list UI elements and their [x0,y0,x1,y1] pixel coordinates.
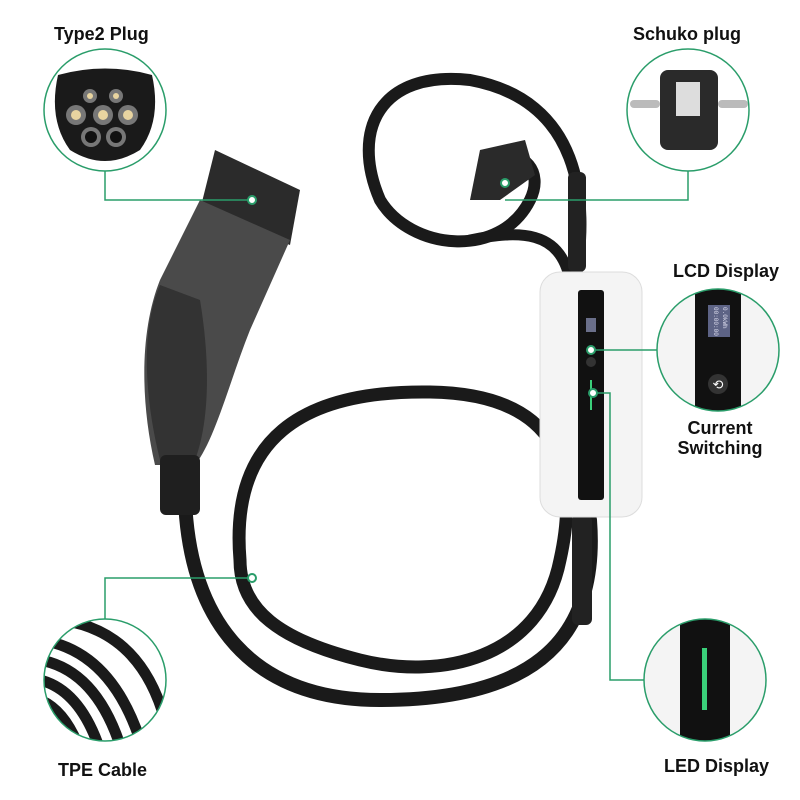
schuko-plug-face-icon [626,48,750,172]
schuko-plug-label: Schuko plug [633,24,741,44]
coiled-cable-icon [43,618,167,742]
lcd-time: 00:00:00 [712,307,719,336]
lcd-energy: 0.0kWh [721,307,728,329]
lcd-display-label: LCD Display [673,261,780,281]
current-switching-line2: Switching [677,438,763,458]
type2-plug-label: Type2 Plug [54,24,149,44]
type2-handle [144,150,300,515]
green-led-bar-icon [643,618,767,742]
schuko-plug-body [470,140,535,200]
leader-lines [104,171,689,681]
callout-dots [247,178,598,583]
svg-text:⟲: ⟲ [713,378,724,393]
led-display-label: LED Display [664,756,770,776]
strain-relief-top [568,172,586,272]
tpe-cable-label: TPE Cable [58,760,148,780]
lcd-screen-icon: ⟲ [656,288,780,412]
current-switching-label: Current Switching [672,418,768,458]
type2-connector-face-icon [43,48,167,172]
strain-relief-bottom [572,515,592,625]
current-switching-line1: Current [687,418,753,438]
switch-arrows-button-icon [708,374,728,394]
lcd-readout: 0.0kWh 00:00:00 [707,307,729,337]
